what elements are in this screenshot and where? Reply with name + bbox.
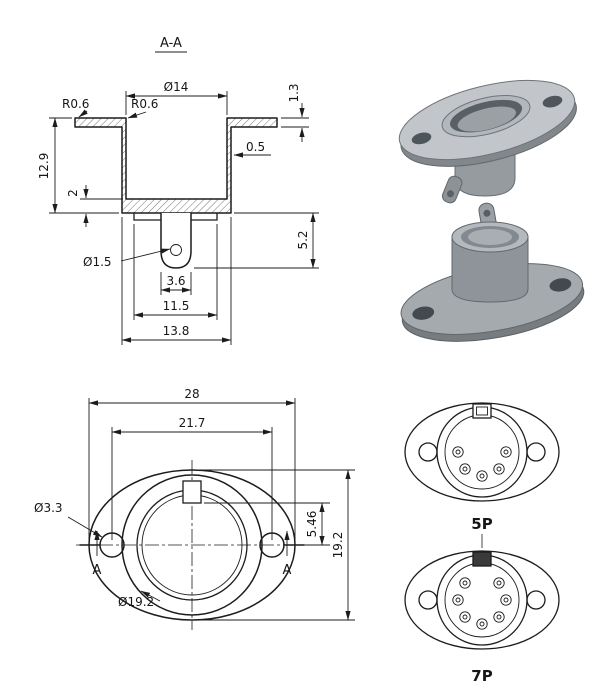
svg-text:Ø19.2: Ø19.2 [118,595,154,609]
svg-text:2: 2 [66,189,80,197]
dim-129: 12.9 [37,117,119,214]
dim-r06-left: R0.6 [62,97,89,118]
dim-dia15: Ø1.5 [83,248,171,269]
dim-546: 5.46 [204,502,330,546]
svg-text:13.8: 13.8 [163,324,190,338]
5p-key-tab-inner [476,406,488,416]
svg-text:19.2: 19.2 [331,532,345,559]
render-top-flange [398,79,577,167]
render-top-ear-hole-right [542,95,563,108]
render-isometric-bottom [400,202,585,342]
dim-dia33: Ø3.3 [34,501,103,538]
7p-pins [452,577,512,630]
7p-label: 7P [471,667,492,685]
svg-text:5.46: 5.46 [305,511,319,538]
terminal-stem [160,212,192,269]
svg-text:R0.6: R0.6 [62,97,89,111]
svg-text:Ø1.5: Ø1.5 [83,255,112,269]
dim-138: 13.8 [121,217,232,345]
svg-text:11.5: 11.5 [163,299,190,313]
pin-view-5p: 5P [404,402,560,552]
render-bottom-ear-hole-right [549,278,572,292]
render-isometric-top [398,79,577,204]
section-view: A-A Ø14 R0.6 R0.6 1 [37,36,319,345]
collar-circle [121,474,263,616]
cut-label-left: A [93,563,102,578]
render-bottom-cylinder [451,236,529,303]
dim-217: 21.7 [111,416,273,540]
render-top-ear-hole-left [411,132,432,145]
pin-view-7p: 7P [404,550,560,685]
section-title: A-A [160,36,182,51]
svg-text:R0.6: R0.6 [131,97,158,111]
dim-28: 28 [88,387,296,540]
7p-key-tab [472,551,492,567]
dim-192: 19.2 [196,469,355,621]
render-bottom-ear-hole-left [412,306,435,320]
cut-label-right: A [283,563,292,578]
5p-key-tab [472,403,492,419]
svg-text:1.3: 1.3 [287,83,301,102]
svg-text:Ø3.3: Ø3.3 [34,501,63,515]
dim-13: 1.3 [281,83,309,142]
svg-text:5.2: 5.2 [296,230,310,249]
dim-36: 3.6 [160,272,192,295]
5p-label: 5P [471,515,492,533]
svg-text:28: 28 [184,387,199,401]
dim-dia14: Ø14 [125,80,228,115]
dim-dia192: Ø19.2 [118,590,161,609]
dim-52: 5.2 [194,212,319,269]
svg-text:Ø14: Ø14 [164,80,189,94]
svg-text:0.5: 0.5 [246,140,265,154]
svg-text:12.9: 12.9 [37,153,51,180]
key-tab [182,480,202,504]
render-top-tab [441,175,463,204]
dim-05: 0.5 [233,140,271,158]
5p-pins [452,446,512,482]
cup-cross-section [74,117,278,214]
dim-r06-right: R0.6 [127,97,158,119]
dim-115: 11.5 [133,224,218,320]
dim-2: 2 [66,185,123,227]
plan-view: 28 21.7 Ø3.3 5.46 19.2 [34,387,355,630]
svg-text:3.6: 3.6 [166,274,185,288]
svg-text:21.7: 21.7 [179,416,206,430]
stem-hole [170,244,182,256]
section-cut-markers: A A [79,530,305,578]
